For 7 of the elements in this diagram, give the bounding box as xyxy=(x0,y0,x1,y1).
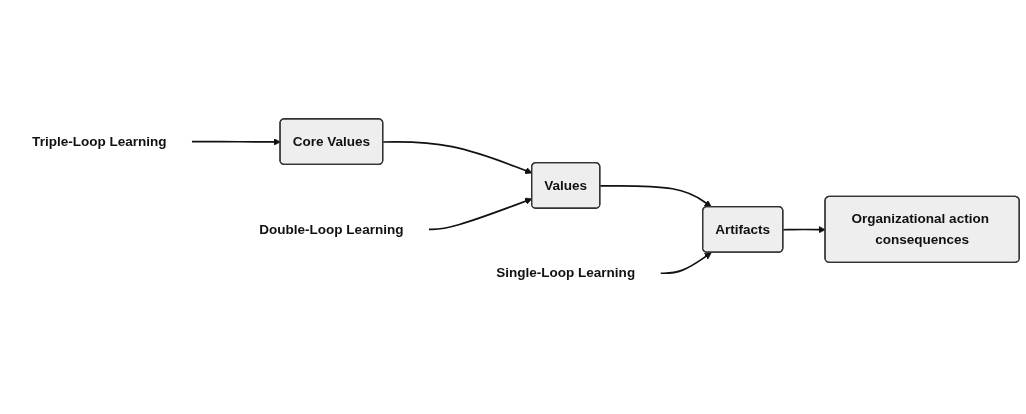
node-text: Single-Loop Learning xyxy=(496,265,636,280)
arrow xyxy=(782,225,826,233)
arrow xyxy=(659,251,712,274)
arrow xyxy=(599,184,712,207)
node-text: Double-Loop Learning xyxy=(259,221,404,236)
node-text: Triple-Loop Learning xyxy=(32,133,167,148)
arrow xyxy=(190,137,281,146)
